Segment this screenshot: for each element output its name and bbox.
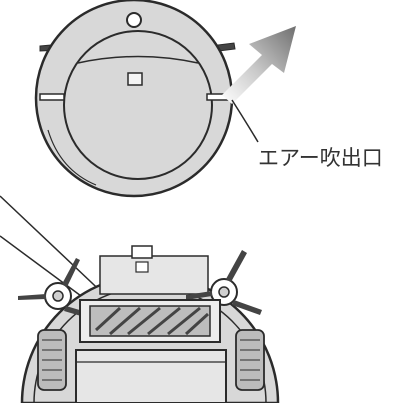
robot-top-lid	[63, 30, 213, 180]
air-outlet-label: エアー吹出口	[258, 146, 383, 170]
robot-top-view	[34, 0, 236, 198]
airflow-arrow-icon	[222, 26, 296, 104]
right-drive-wheel-icon	[235, 329, 265, 391]
body-lower-arc	[47, 129, 97, 186]
front-caster-wheel	[131, 245, 153, 259]
main-brush-roller-icon	[89, 305, 211, 337]
callout-leader-line	[231, 99, 259, 143]
left-drive-wheel-icon	[37, 329, 67, 391]
left-air-outlet	[39, 93, 65, 101]
bottom-right-side-brush-icon	[186, 250, 262, 315]
top-bumper-ring-icon	[126, 12, 142, 28]
robot-bottom-view	[18, 245, 280, 403]
dustbin-compartment	[75, 349, 227, 403]
main-brush-bristles	[94, 306, 210, 336]
front-caster-housing	[99, 255, 209, 295]
lid-seam-line	[77, 55, 199, 64]
top-sensor-window	[127, 72, 143, 86]
pointer-line-upper	[0, 195, 111, 301]
caster-slot	[135, 261, 149, 273]
